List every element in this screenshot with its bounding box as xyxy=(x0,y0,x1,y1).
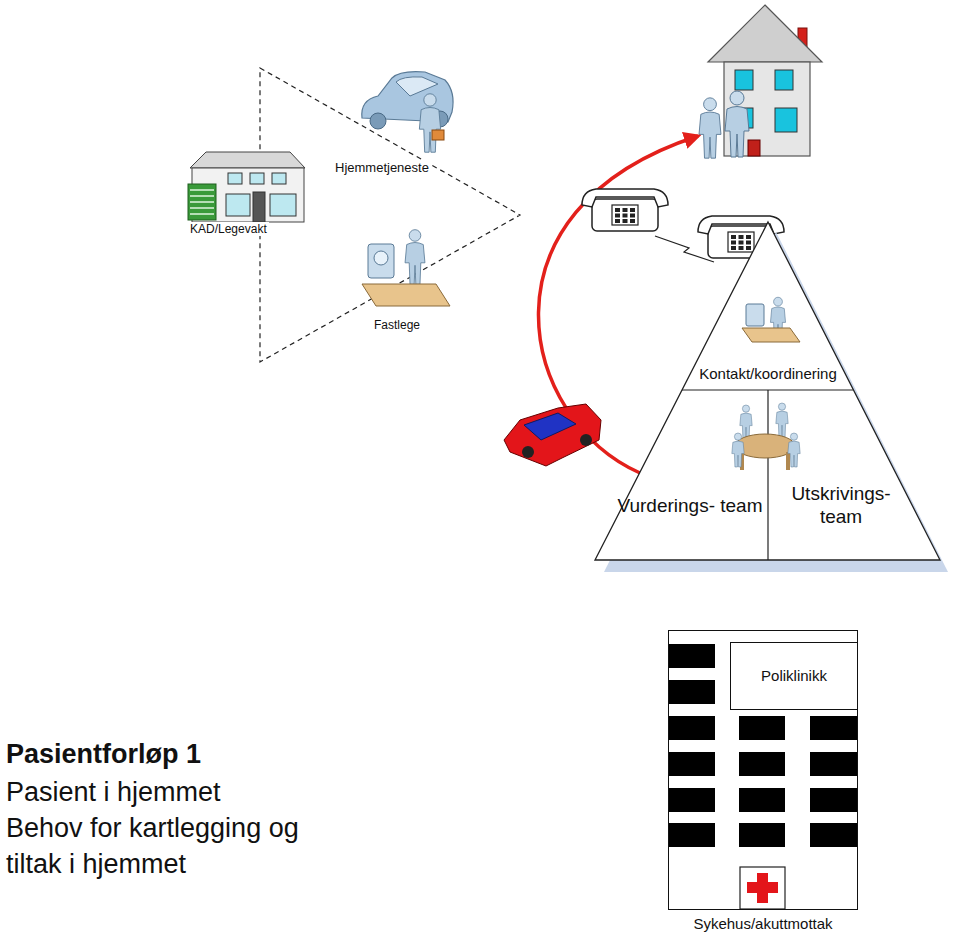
meeting-icon xyxy=(732,433,744,467)
node-label: Poliklinikk xyxy=(761,667,827,685)
node-label: Vurderings- team xyxy=(617,495,762,518)
desk-icon xyxy=(742,328,800,342)
building-icon xyxy=(253,192,265,222)
node-label: Kontakt/koordinering xyxy=(699,365,837,383)
hospital-building: Sykehus/akuttmottakPoliklinikk xyxy=(668,630,858,910)
hospital-windows xyxy=(810,788,857,812)
hospital-windows xyxy=(810,752,857,776)
red-cross xyxy=(740,867,785,909)
contact-section: Kontakt/koordinering xyxy=(683,360,853,388)
car-icon xyxy=(419,94,440,152)
node-label: Utskrivings- team xyxy=(775,483,907,529)
team-section: Utskrivings- team xyxy=(775,478,907,534)
meeting-icon xyxy=(732,403,800,470)
desk-icon xyxy=(742,297,800,342)
car-icon xyxy=(396,77,438,96)
car-icon xyxy=(432,130,444,140)
phone-signal xyxy=(655,236,714,262)
car-icon xyxy=(370,113,386,129)
house-icon xyxy=(725,91,749,157)
building-icon xyxy=(190,190,214,214)
red-car xyxy=(504,404,601,466)
building-icon xyxy=(190,189,214,191)
building-icon xyxy=(228,173,242,184)
clinic-box: Poliklinikk xyxy=(730,642,858,710)
page-title: Pasientforløp 1 xyxy=(4,736,203,772)
car-icon xyxy=(362,72,453,153)
description-line: Pasient i hjemmet xyxy=(4,774,223,810)
house-icon xyxy=(748,140,760,156)
house-icon xyxy=(775,108,797,132)
hospital-windows xyxy=(669,716,715,740)
meeting-icon xyxy=(788,433,800,467)
red-car xyxy=(580,434,592,446)
building-icon xyxy=(190,195,214,197)
house-icon xyxy=(735,70,753,90)
building-icon xyxy=(188,152,305,222)
icon-label: Hjemmetjeneste xyxy=(333,160,431,176)
hospital-windows xyxy=(810,823,857,847)
team-triangle xyxy=(595,222,940,560)
building-icon xyxy=(190,201,214,203)
doctor-icon xyxy=(374,251,388,265)
description-line: Behov for kartlegging og tiltak i hjemme… xyxy=(4,810,338,882)
meeting-icon xyxy=(776,403,788,437)
building-icon xyxy=(270,194,296,216)
doctor-icon xyxy=(362,230,450,306)
hospital-windows xyxy=(669,823,715,847)
building-icon xyxy=(226,194,250,216)
doctor-icon xyxy=(368,244,394,278)
hospital-windows xyxy=(669,788,715,812)
desk-icon xyxy=(746,304,764,326)
red-car xyxy=(522,446,534,458)
divider xyxy=(767,390,768,560)
hospital-windows xyxy=(739,788,785,812)
hospital-windows xyxy=(810,716,857,740)
house-icon xyxy=(699,98,721,158)
node-label: Sykehus/akuttmottak xyxy=(693,915,832,933)
building-icon xyxy=(272,173,286,184)
phone-icon xyxy=(582,189,668,231)
doctor-icon xyxy=(405,230,425,285)
hospital-windows xyxy=(739,716,785,740)
hospital-windows xyxy=(669,680,715,704)
meeting-icon xyxy=(786,452,790,470)
house-icon xyxy=(708,5,822,62)
building-icon xyxy=(190,152,305,168)
doctor-icon xyxy=(362,284,450,306)
icon-label: KAD/Legevakt xyxy=(188,222,269,236)
hospital-windows xyxy=(739,752,785,776)
house-icon xyxy=(699,5,822,158)
team-section: Vurderings- team xyxy=(617,478,764,534)
meeting-icon xyxy=(740,405,752,439)
red-cross xyxy=(740,867,785,909)
building-icon xyxy=(190,213,214,215)
hospital-windows xyxy=(669,644,715,668)
hospital-windows xyxy=(669,752,715,776)
house-icon xyxy=(775,70,793,90)
icon-label: Fastlege xyxy=(372,318,422,332)
red-cross xyxy=(747,882,778,893)
house-icon xyxy=(724,62,810,156)
building-icon xyxy=(190,207,214,209)
building-icon xyxy=(250,173,264,184)
red-car xyxy=(504,404,601,466)
hospital-windows xyxy=(739,823,785,847)
building-icon xyxy=(188,184,216,220)
red-car xyxy=(524,413,576,440)
